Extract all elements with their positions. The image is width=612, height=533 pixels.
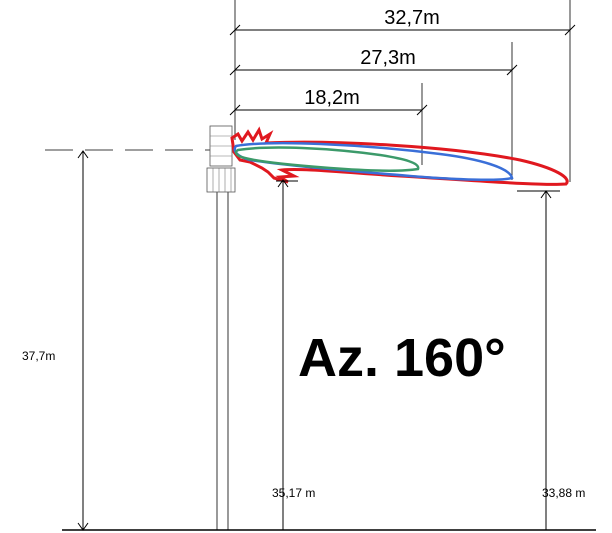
mast-height-dimension: 37,7m bbox=[22, 150, 89, 531]
inner-coverage-lobe bbox=[234, 146, 420, 173]
distance-dimensions: 32,7m 27,3m 18,2m bbox=[229, 0, 576, 182]
azimuth-label: Az. 160° bbox=[298, 328, 506, 388]
equipment-box bbox=[206, 167, 236, 193]
left-edge-height-label: 35,17 m bbox=[272, 486, 315, 500]
mast-height-label: 37,7m bbox=[22, 349, 55, 363]
tower bbox=[206, 125, 236, 530]
distance-label-27-3: 27,3m bbox=[360, 47, 416, 69]
distance-label-32-7: 32,7m bbox=[384, 7, 440, 29]
distance-label-18-2: 18,2m bbox=[304, 87, 360, 109]
coverage-lobes bbox=[230, 126, 569, 186]
edge-height-dimensions: 35,17 m 33,88 m bbox=[272, 179, 585, 530]
right-edge-height-label: 33,88 m bbox=[542, 486, 585, 500]
outer-coverage-lobe bbox=[230, 126, 569, 186]
